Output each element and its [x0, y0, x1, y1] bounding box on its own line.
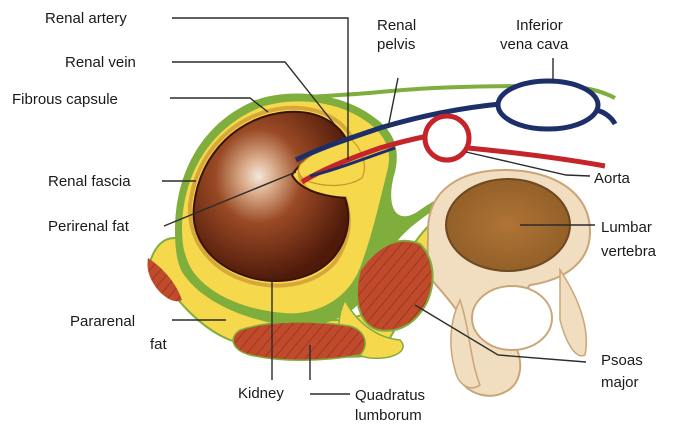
label-aorta: Aorta — [594, 170, 631, 187]
ivc-right-vessel — [596, 110, 615, 124]
label-renal-fascia: Renal fascia — [48, 173, 131, 190]
label-psoas-major-line2: major — [601, 374, 639, 391]
label-inferior-vena-cava-line2: vena cava — [500, 36, 569, 53]
label-pararenal-fat-line1: Pararenal — [70, 313, 135, 330]
quadratus-lumborum — [233, 322, 365, 360]
label-fibrous-capsule: Fibrous capsule — [12, 91, 118, 108]
label-renal-pelvis-line1: Renal — [377, 17, 416, 34]
inferior-vena-cava — [498, 81, 598, 129]
label-lumbar-vertebra-line2: vertebra — [601, 243, 657, 260]
label-quadratus-lumborum-line1: Quadratus — [355, 387, 425, 404]
label-psoas-major-line1: Psoas — [601, 352, 643, 369]
label-renal-vein: Renal vein — [65, 54, 136, 71]
label-pararenal-fat-line2: fat — [150, 336, 168, 353]
label-renal-pelvis-line2: pelvis — [377, 36, 415, 53]
label-kidney: Kidney — [238, 385, 284, 402]
label-inferior-vena-cava-line1: Inferior — [516, 17, 563, 34]
label-quadratus-lumborum-line2: lumborum — [355, 407, 422, 424]
lumbar-vertebra — [428, 170, 590, 396]
aorta — [425, 116, 469, 160]
label-renal-artery: Renal artery — [45, 10, 127, 27]
label-lumbar-vertebra-line1: Lumbar — [601, 219, 652, 236]
label-perirenal-fat: Perirenal fat — [48, 218, 130, 235]
